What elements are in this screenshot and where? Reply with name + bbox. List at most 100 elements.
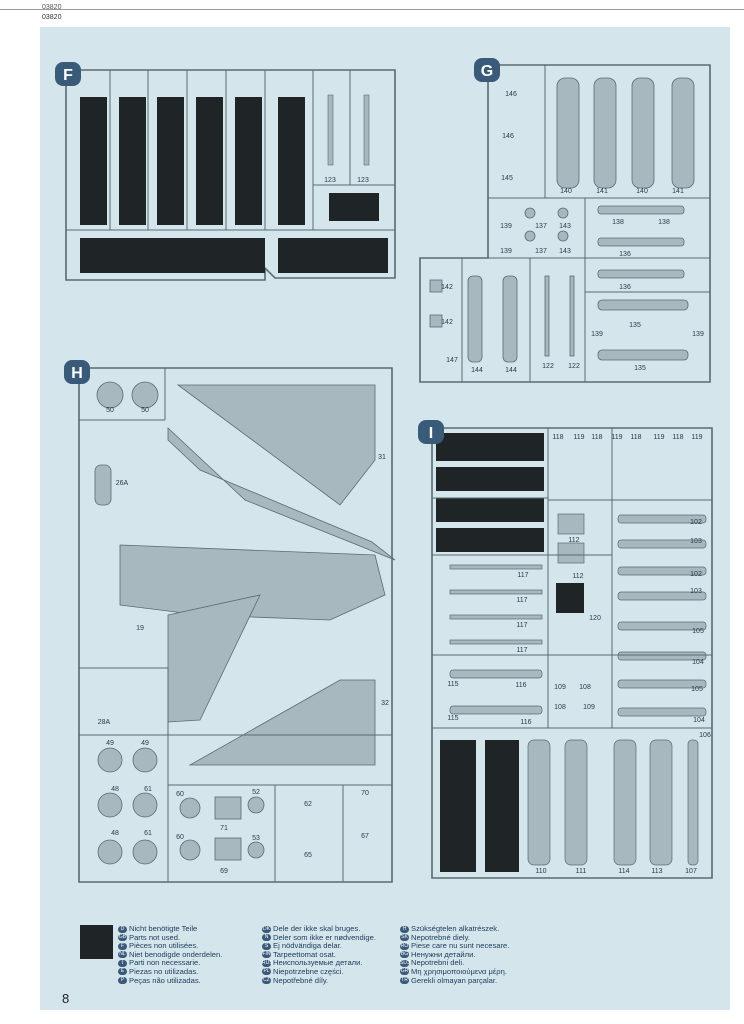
part-number-label: 118 — [672, 434, 683, 441]
part-number-label: 26A — [116, 480, 129, 487]
part-number-label: 138 — [658, 219, 670, 226]
doc-code: 03820 — [42, 14, 62, 21]
part-number-label: 49 — [141, 740, 149, 747]
part-number-label: 53 — [252, 835, 260, 842]
part-number-label: 48 — [111, 786, 119, 793]
part-number-label: 123 — [324, 177, 336, 184]
part-number-label: 67 — [361, 833, 369, 840]
language-code-badge: BG — [400, 951, 409, 959]
part-number-label: 116 — [515, 682, 526, 689]
part-number-label: 122 — [542, 363, 554, 370]
part-number-label: 31 — [378, 454, 386, 461]
language-code-badge: F — [118, 942, 127, 950]
legend-text: Pièces non utilisées. — [129, 941, 199, 951]
part-number-label: 146 — [505, 91, 517, 98]
part-number-label: 62 — [304, 801, 312, 808]
part-number-label: 146 — [502, 133, 514, 140]
part-number-label: 142 — [441, 319, 453, 326]
part-number-label: 116 — [520, 719, 531, 726]
part-number-label: 71 — [220, 825, 228, 832]
part-number-label: 141 — [596, 188, 608, 195]
legend-line: SLONepotrebni deli. — [400, 959, 509, 968]
doc-code-top: 03820 — [42, 4, 62, 11]
part-number-label: 105 — [691, 686, 703, 693]
part-number-label: 107 — [685, 868, 697, 875]
part-number-label: 137 — [535, 248, 547, 255]
legend-text: Szükségtelen alkatrészek. — [411, 924, 500, 933]
part-number-label: 111 — [576, 868, 587, 875]
part-number-label: 119 — [611, 434, 622, 441]
language-code-badge: N — [262, 934, 271, 942]
part-number-label: 69 — [220, 868, 228, 875]
part-number-label: 49 — [106, 740, 114, 747]
part-number-label: 117 — [516, 622, 527, 629]
language-code-badge: E — [118, 968, 127, 976]
part-number-label: 147 — [446, 357, 458, 364]
part-number-label: 139 — [591, 331, 603, 338]
part-number-label: 106 — [699, 732, 711, 739]
part-number-label: 140 — [560, 188, 572, 195]
page-number: 8 — [62, 991, 70, 1006]
part-number-label: 117 — [517, 572, 528, 579]
language-code-badge: S — [262, 942, 271, 950]
part-number-label: 138 — [612, 219, 624, 226]
part-number-label: 110 — [535, 868, 546, 875]
part-number-label: 117 — [516, 597, 527, 604]
sprue-h-frame — [78, 367, 393, 883]
sprue-g-letter: G — [481, 63, 493, 80]
part-number-label: 61 — [144, 786, 152, 793]
language-code-badge: SK — [400, 934, 409, 942]
part-number-label: 142 — [441, 284, 453, 291]
legend-text: Nepotřebné díly. — [273, 975, 329, 985]
legend-text: Неиспользуемые детали. — [273, 958, 363, 968]
part-number-label: 136 — [619, 251, 631, 258]
part-number-label: 141 — [672, 188, 684, 195]
legend-text: Parts not used. — [129, 932, 181, 942]
sprue-i-letter: I — [429, 425, 433, 442]
part-number-label: 140 — [636, 188, 648, 195]
part-number-label: 119 — [691, 434, 702, 441]
part-number-label: 136 — [619, 284, 631, 291]
part-number-label: 139 — [692, 331, 704, 338]
unused-parts-swatch — [80, 925, 113, 959]
part-number-label: 104 — [693, 717, 705, 724]
language-code-badge: D — [118, 925, 127, 933]
language-code-badge: P — [118, 977, 127, 985]
part-number-label: 60 — [176, 834, 184, 841]
legend-text: Nicht benötigte Teile — [129, 924, 198, 933]
language-code-badge: NL — [118, 951, 127, 959]
part-number-label: 122 — [568, 363, 580, 370]
part-number-label: 135 — [629, 322, 641, 329]
part-number-label: 50 — [141, 407, 149, 414]
legend-text: Deler som ikke er nødvendige. — [273, 932, 376, 942]
sprue-f-parts — [66, 70, 395, 231]
part-number-label: 109 — [554, 684, 566, 691]
part-number-label: 112 — [568, 537, 579, 544]
part-number-label: 118 — [591, 434, 602, 441]
legend-text: Parti non necessarie. — [129, 958, 201, 968]
part-number-label: 119 — [573, 434, 584, 441]
part-number-label: 145 — [501, 175, 513, 182]
